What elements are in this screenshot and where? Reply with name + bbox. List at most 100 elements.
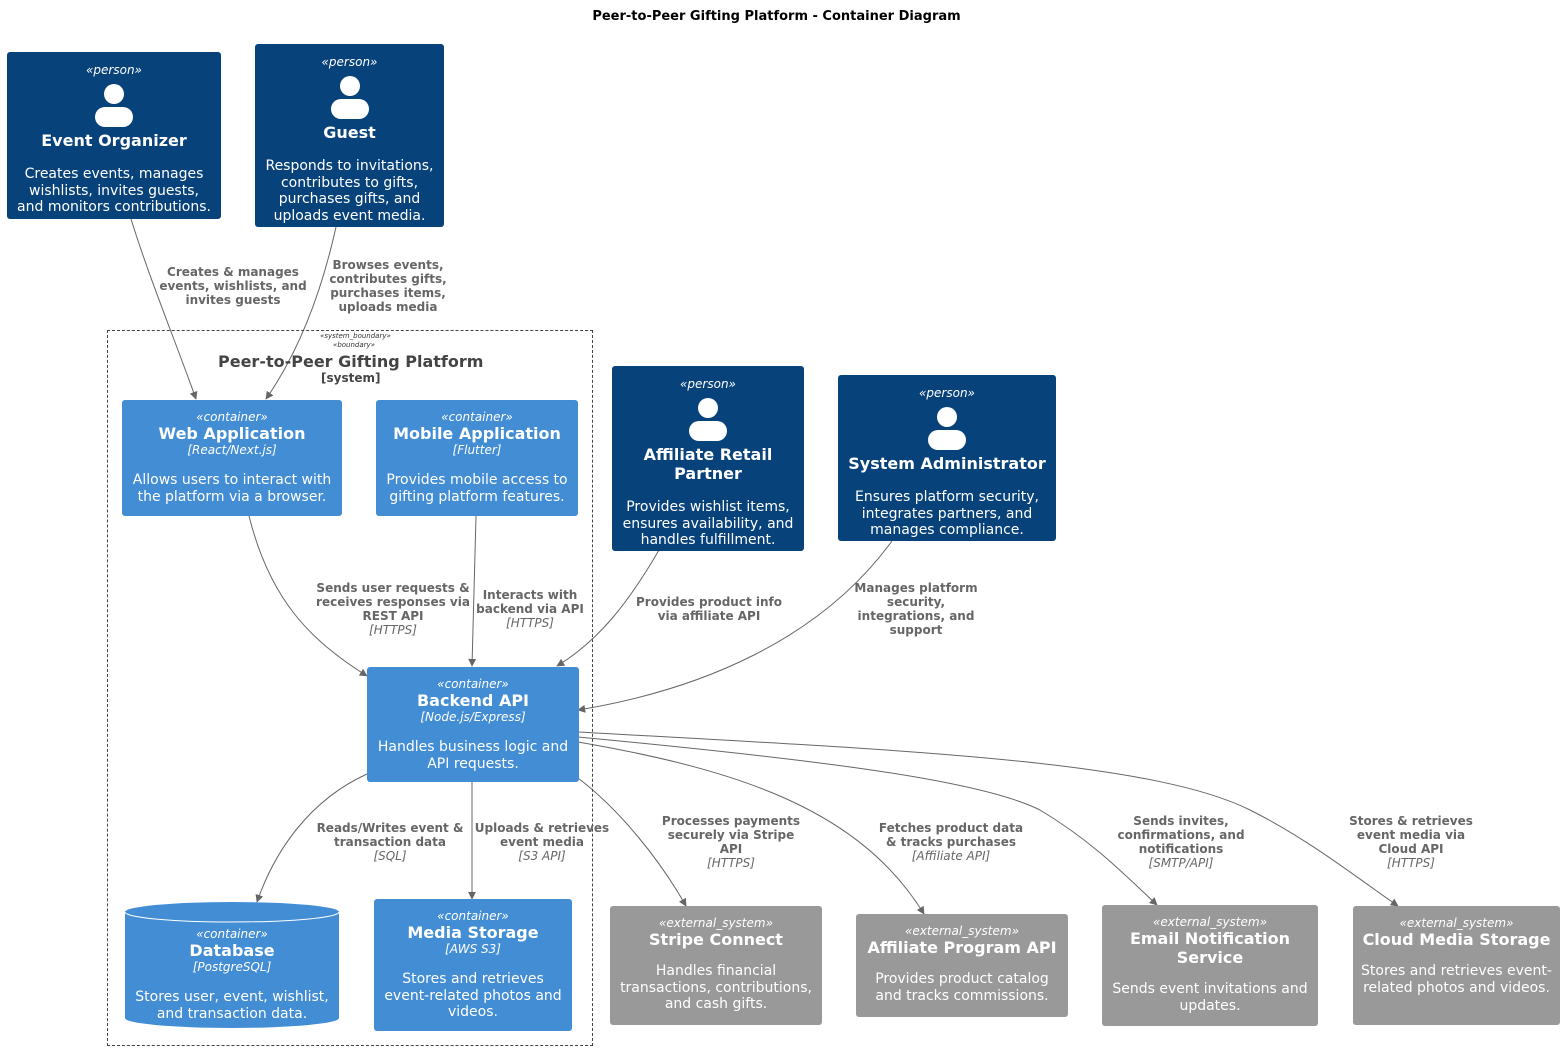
node-name: Email Notification Service	[1129, 929, 1291, 967]
node-stereotype: «external_system»	[659, 916, 773, 930]
person-guest[interactable]: «person» Guest Responds to invitations, …	[255, 44, 444, 227]
edge-label-api-stripe: Processes payments securely via Stripe A…	[656, 814, 806, 870]
node-name: Affiliate Program API	[867, 938, 1057, 957]
edge-label-guest-web: Browses events, contributes gifts, purch…	[322, 258, 454, 314]
boundary-type: [system]	[321, 371, 381, 385]
edge-label-text: Processes payments securely via Stripe A…	[661, 814, 801, 856]
edge-label-mobile-api: Interacts with backend via API [HTTPS]	[474, 588, 586, 630]
node-description: Creates events, manages wishlists, invit…	[17, 166, 211, 215]
edge-mobile-api	[468, 515, 477, 667]
edge-label-api-db: Reads/Writes event & transaction data [S…	[312, 821, 468, 863]
person-icon	[688, 397, 728, 441]
edge-label-text: Creates & manages events, wishlists, and…	[159, 265, 307, 307]
node-technology: [PostgreSQL]	[192, 960, 272, 974]
edge-label-text: Sends invites, confirmations, and notifi…	[1117, 814, 1245, 856]
edge-label-api-cloud: Stores & retrieves event media via Cloud…	[1340, 814, 1482, 870]
node-name: Database	[189, 941, 275, 960]
node-stereotype: «external_system»	[1399, 916, 1514, 930]
node-stereotype: «container»	[437, 677, 509, 691]
node-name: System Administrator	[848, 454, 1046, 473]
node-description: Stores user, event, wishlist, and transa…	[135, 989, 329, 1022]
node-description: Ensures platform security, integrates pa…	[855, 489, 1039, 538]
edge-api-affiliate	[577, 741, 925, 915]
node-stereotype: «external_system»	[1153, 915, 1267, 929]
edge-label-tech: [HTTPS]	[369, 623, 417, 637]
node-stereotype: «external_system»	[905, 924, 1019, 938]
system-boundary: «system_boundary» «boundary» Peer-to-Pee…	[107, 330, 593, 1046]
external-email-notification-service[interactable]: «external_system» Email Notification Ser…	[1102, 905, 1318, 1026]
edge-label-admin-api: Manages platform security, integrations,…	[848, 581, 984, 637]
edge-partner-api	[556, 549, 660, 667]
node-stereotype: «container»	[441, 410, 513, 424]
edge-label-text: Interacts with backend via API	[476, 588, 584, 616]
diagram-title: Peer-to-Peer Gifting Platform - Containe…	[592, 9, 961, 24]
boundary-stereotype: «system_boundary»	[320, 332, 391, 340]
edge-label-text: Manages platform security, integrations,…	[854, 581, 978, 637]
node-stereotype: «container»	[196, 927, 268, 941]
edge-label-text: Browses events, contributes gifts, purch…	[329, 258, 447, 314]
edge-api-email	[577, 736, 1158, 906]
node-stereotype: «person»	[680, 377, 736, 391]
node-technology: [React/Next.js]	[187, 443, 277, 457]
boundary-stereotype-secondary: «boundary»	[333, 341, 375, 349]
edge-label-organizer-web: Creates & manages events, wishlists, and…	[156, 265, 310, 307]
edge-label-partner-api: Provides product info via affiliate API	[632, 595, 786, 623]
node-name: Cloud Media Storage	[1362, 930, 1551, 949]
edge-web-api	[248, 515, 368, 677]
container-media-storage[interactable]: «container» Media Storage [AWS S3] Store…	[374, 899, 572, 1031]
node-description: Stores and retrieves event-related photo…	[384, 971, 562, 1020]
node-technology: [Flutter]	[452, 443, 502, 457]
node-technology: [AWS S3]	[445, 942, 501, 956]
node-stereotype: «person»	[86, 63, 142, 77]
database-cylinder	[125, 902, 339, 1028]
person-system-administrator[interactable]: «person» System Administrator Ensures pl…	[838, 375, 1056, 541]
person-icon	[927, 406, 967, 450]
person-icon	[94, 83, 134, 127]
edge-label-api-email: Sends invites, confirmations, and notifi…	[1110, 814, 1252, 870]
container-mobile-application[interactable]: «container» Mobile Application [Flutter]…	[376, 400, 578, 516]
node-stereotype: «person»	[321, 55, 378, 69]
external-stripe-connect[interactable]: «external_system» Stripe Connect Handles…	[610, 906, 822, 1025]
boundary-name: Peer-to-Peer Gifting Platform	[218, 352, 484, 371]
node-technology: [Node.js/Express]	[420, 710, 526, 724]
edge-api-db	[255, 773, 368, 903]
edge-label-tech: [S3 API]	[518, 849, 566, 863]
edge-guest-web	[265, 226, 337, 400]
edge-label-tech: [SMTP/API]	[1148, 856, 1214, 870]
node-description: Allows users to interact with the platfo…	[132, 472, 332, 505]
node-stereotype: «container»	[196, 410, 268, 424]
node-name: Backend API	[416, 691, 529, 710]
node-description: Stores and retrieves event-related photo…	[1361, 963, 1552, 996]
container-web-application[interactable]: «container» Web Application [React/Next.…	[122, 400, 342, 516]
node-description: Provides mobile access to gifting platfo…	[386, 472, 568, 505]
person-event-organizer[interactable]: «person» Event Organizer Creates events,…	[7, 52, 221, 219]
node-name: Affiliate Retail Partner	[643, 445, 773, 483]
edge-label-tech: [SQL]	[373, 849, 407, 863]
edge-label-api-affiliate: Fetches product data & tracks purchases …	[874, 821, 1028, 863]
node-stereotype: «container»	[437, 909, 509, 923]
edge-label-tech: [HTTPS]	[1387, 856, 1435, 870]
edge-label-api-media: Uploads & retrieves event media [S3 API]	[472, 821, 612, 863]
container-database[interactable]: «container» Database [PostgreSQL] Stores…	[125, 902, 339, 1028]
external-cloud-media-storage[interactable]: «external_system» Cloud Media Storage St…	[1353, 906, 1560, 1025]
edge-label-text: Provides product info via affiliate API	[636, 595, 782, 623]
node-name: Guest	[323, 123, 376, 142]
edge-label-text: Uploads & retrieves event media	[474, 821, 610, 849]
node-name: Event Organizer	[41, 131, 187, 150]
edge-label-text: Reads/Writes event & transaction data	[316, 821, 464, 849]
node-description: Provides wishlist items, ensures availab…	[622, 499, 794, 548]
edge-label-text: Sends user requests & receives responses…	[316, 581, 470, 623]
node-name: Media Storage	[407, 923, 539, 942]
node-name: Mobile Application	[393, 424, 561, 443]
person-icon	[330, 75, 370, 119]
edge-label-tech: [Affiliate API]	[911, 849, 991, 863]
node-description: Responds to invitations, contributes to …	[265, 158, 434, 224]
person-affiliate-retail-partner[interactable]: «person» Affiliate Retail Partner Provid…	[612, 366, 804, 551]
node-description: Sends event invitations and updates.	[1112, 981, 1308, 1014]
edge-api-cloud	[577, 731, 1399, 907]
container-backend-api[interactable]: «container» Backend API [Node.js/Express…	[367, 667, 579, 782]
node-name: Stripe Connect	[649, 930, 783, 949]
external-affiliate-program-api[interactable]: «external_system» Affiliate Program API …	[856, 914, 1068, 1017]
